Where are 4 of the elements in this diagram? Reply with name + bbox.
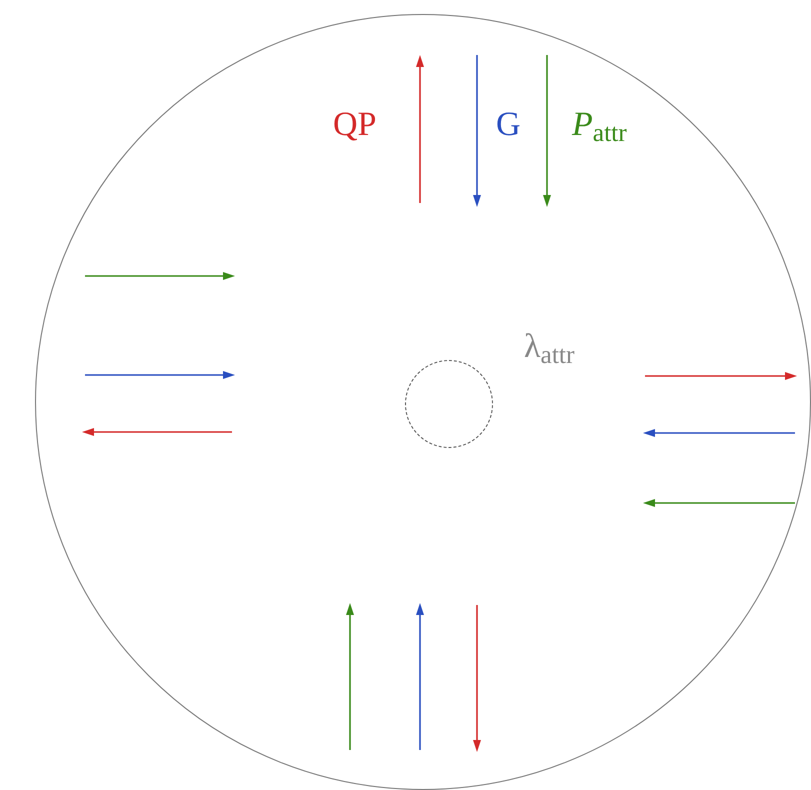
symbol-label: P$_{attr}$ (572, 108, 627, 142)
symbol-label: λ$_{attr}$ (524, 330, 574, 364)
symbol-label: QP (333, 108, 376, 142)
symbol-label: G (496, 108, 521, 142)
